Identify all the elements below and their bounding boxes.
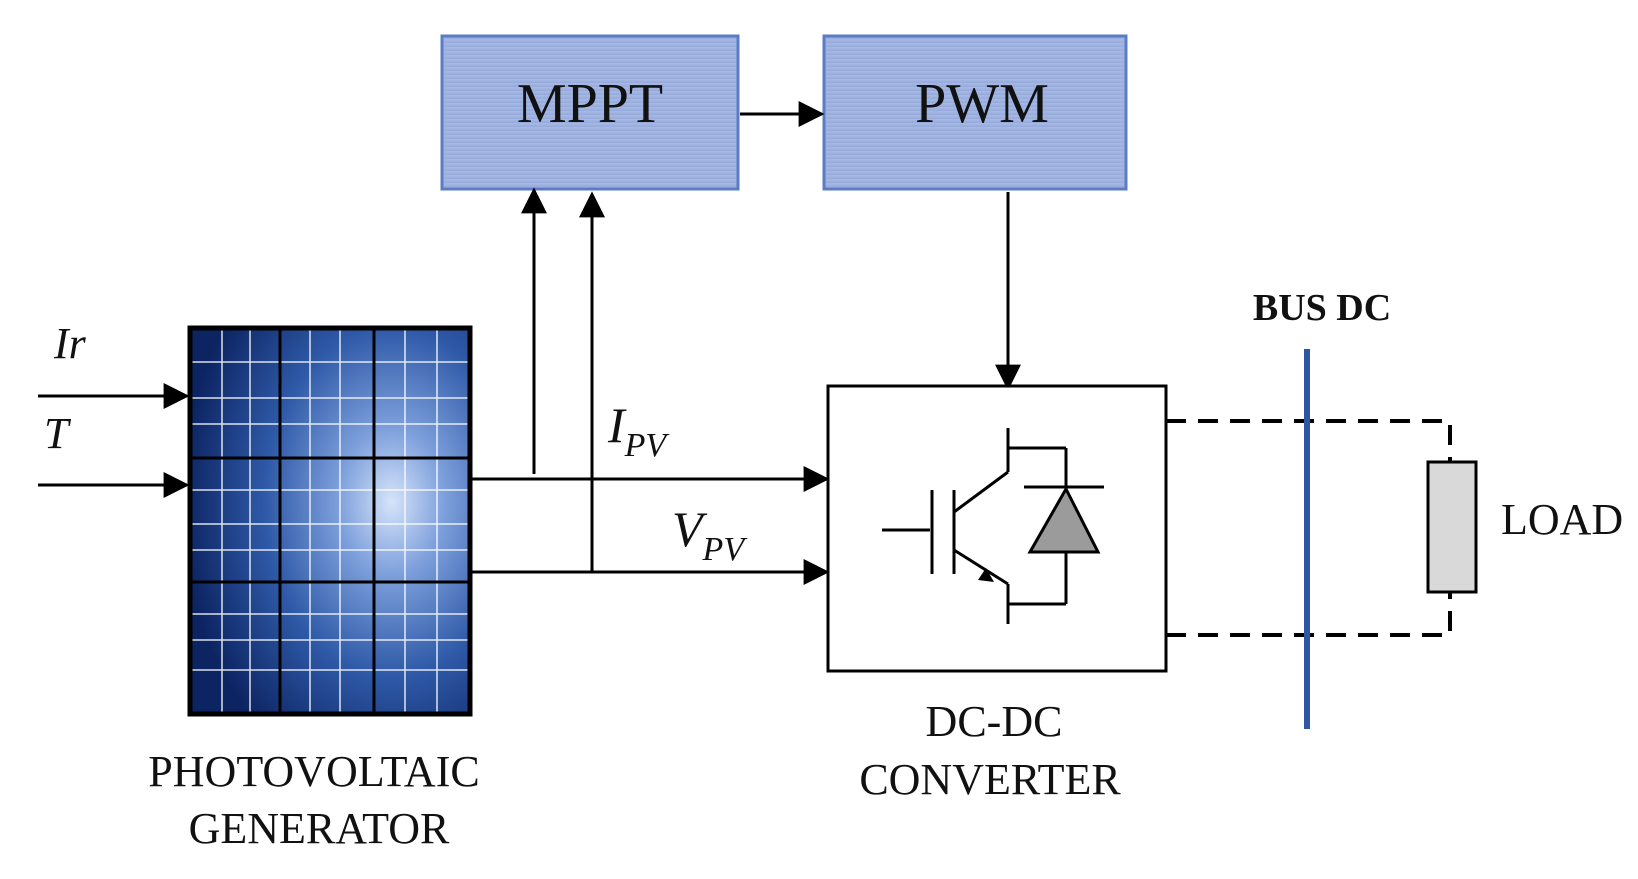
dc-dc-converter	[826, 384, 1168, 673]
diode-icon	[1027, 485, 1101, 554]
mppt-block: MPPT	[440, 34, 740, 191]
temperature-label: T	[44, 409, 72, 458]
irradiance-label: Ir	[53, 319, 87, 368]
load-label: LOAD	[1501, 495, 1623, 544]
pwm-block: PWM	[822, 34, 1128, 191]
mppt-label: MPPT	[517, 73, 663, 135]
bus-dc-label: BUS DC	[1253, 287, 1391, 329]
current-signal-label: IPV	[607, 397, 670, 464]
panel-frame-grid	[190, 328, 470, 714]
pv-label-line1: PHOTOVOLTAIC	[148, 747, 479, 796]
load-resistor	[1426, 460, 1478, 594]
pv-label-line2: GENERATOR	[189, 804, 450, 853]
igbt-symbol	[882, 428, 1104, 624]
panel-cell-grid	[190, 328, 470, 714]
voltage-signal-label: VPV	[672, 501, 748, 568]
pwm-label: PWM	[915, 73, 1049, 135]
emitter-arrow-icon	[978, 568, 994, 582]
converter-label-line1: DC-DC	[926, 697, 1063, 746]
converter-label-line2: CONVERTER	[859, 755, 1121, 804]
solar-panel	[187, 325, 473, 717]
